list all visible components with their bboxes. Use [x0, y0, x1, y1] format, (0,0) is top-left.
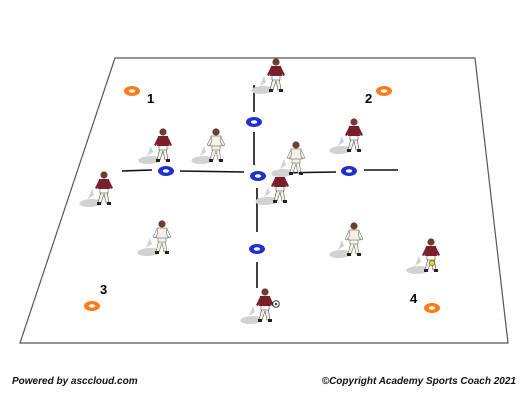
football-icon — [272, 300, 280, 308]
footer-copyright: ©Copyright Academy Sports Coach 2021 — [321, 376, 516, 387]
football-icon — [429, 260, 435, 266]
orange-marker-cones — [84, 86, 440, 313]
divider-line-left-outer — [121, 169, 153, 172]
zone-number-2: 2 — [365, 91, 372, 106]
orange-marker-cone-icon — [424, 303, 440, 313]
footer-powered-by: Powered by asccloud.com — [12, 376, 138, 387]
orange-marker-cone-icon — [84, 301, 100, 311]
zone-number-4: 4 — [410, 291, 418, 306]
blue-disc-cone-icon — [341, 166, 357, 176]
blue-disc-cones — [158, 117, 357, 254]
blue-disc-cone-icon — [249, 244, 265, 254]
blue-disc-cone-icon — [250, 171, 266, 181]
blue-disc-cone-icon — [246, 117, 262, 127]
divider-line-left-inner — [179, 170, 245, 173]
orange-marker-cone-icon — [376, 86, 392, 96]
balls — [272, 260, 435, 308]
zone-number-1: 1 — [147, 91, 154, 106]
orange-marker-cone-icon — [124, 86, 140, 96]
blue-disc-cone-icon — [158, 166, 174, 176]
zone-number-3: 3 — [100, 282, 107, 297]
